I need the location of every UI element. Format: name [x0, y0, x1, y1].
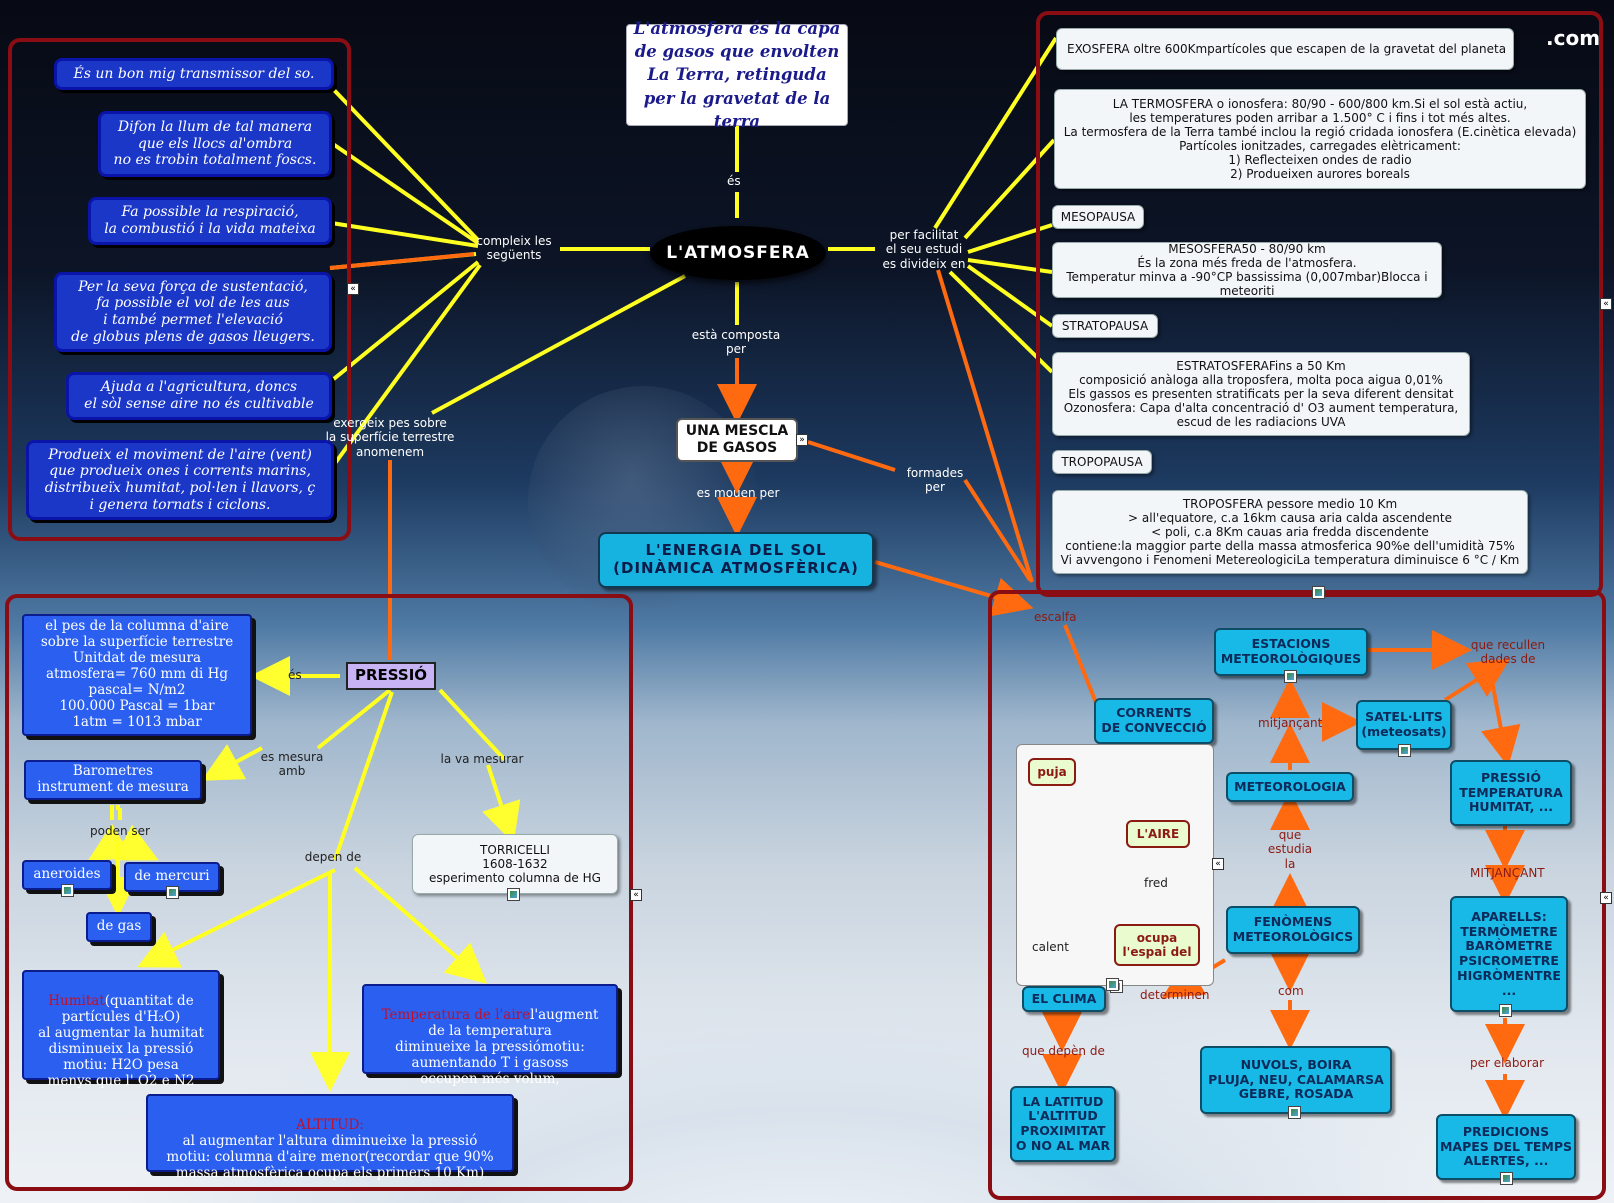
- gas-barometer[interactable]: de gas: [86, 912, 152, 942]
- layer-exosfera[interactable]: EXOSFERA oltre 600Kmpartícoles que escap…: [1056, 28, 1514, 70]
- layer-mesopausa[interactable]: MESOPAUSA: [1052, 205, 1144, 229]
- link-label-mitjancant: mitjançant: [1258, 716, 1323, 730]
- torricelli-image-icon[interactable]: [507, 888, 520, 901]
- layer-mesosfera[interactable]: MESOSFERA50 - 80/90 km És la zona més fr…: [1052, 242, 1442, 298]
- forecasts-node[interactable]: PREDICIONS MAPES DEL TEMPS ALERTES, ...: [1436, 1114, 1576, 1180]
- property-wind[interactable]: Produeix el moviment de l'aire (vent) qu…: [26, 440, 334, 520]
- convection-currents-node[interactable]: CORRENTS DE CONVECCIÓ: [1094, 698, 1214, 744]
- collapse-toggle-meteorology[interactable]: «: [1600, 892, 1612, 904]
- watermark: .com: [1546, 26, 1601, 50]
- property-flight[interactable]: Per la seva força de sustentació, fa pos…: [54, 272, 332, 352]
- pressure-temperature-humidity-node[interactable]: PRESSIÓ TEMPERATURA HUMITAT, ...: [1450, 760, 1572, 826]
- meteorology-node[interactable]: METEOROLOGIA: [1226, 772, 1354, 802]
- humidity-factor[interactable]: Humitat(quantitat de partícules d'H₂O) a…: [22, 970, 220, 1088]
- air-node[interactable]: L'AIRE: [1126, 820, 1190, 848]
- central-node-atmosfera[interactable]: L'ATMOSFERA: [650, 226, 826, 280]
- rises-node[interactable]: puja: [1028, 758, 1076, 786]
- link-label-que-estudia: que estudia la: [1267, 828, 1313, 871]
- occupies-node[interactable]: ocupa l'espai del: [1114, 924, 1200, 966]
- aneroid-image-icon[interactable]: [61, 884, 74, 897]
- layer-image-icon[interactable]: [1312, 586, 1325, 599]
- humidity-heading: Humitat: [48, 992, 105, 1009]
- satellites-node[interactable]: SATEL·LITS (meteosats): [1356, 700, 1452, 750]
- temperature-heading: Temperatura de l'aire: [381, 1006, 531, 1023]
- mercury-image-icon[interactable]: [166, 886, 179, 899]
- layer-tropopausa[interactable]: TROPOPAUSA: [1052, 450, 1152, 474]
- link-label-exerceix: exergeix pes sobre la superfície terrest…: [325, 416, 455, 459]
- collapse-toggle-layers[interactable]: «: [1600, 298, 1612, 310]
- altitude-text: al augmentar l'altura diminueixe la pres…: [166, 1132, 494, 1181]
- link-label-per-elaborar: per elaborar: [1470, 1056, 1544, 1070]
- property-respiration[interactable]: Fa possible la respiració, la combustió …: [88, 197, 332, 245]
- definition-box: L'atmosfera és la capa de gasos que envo…: [626, 19, 848, 131]
- link-label-com: com: [1278, 984, 1304, 998]
- layer-estratosfera[interactable]: ESTRATOSFERAFins a 50 Km composició anàl…: [1052, 352, 1470, 436]
- layer-termosfera[interactable]: LA TERMOSFERA o ionosfera: 80/90 - 600/8…: [1054, 89, 1586, 189]
- link-label-es-pressio: és: [288, 668, 302, 682]
- link-label-determinen: determinen: [1140, 988, 1210, 1002]
- clouds-image-icon[interactable]: [1288, 1106, 1301, 1119]
- clouds-rain-node[interactable]: NUVOLS, BOIRA PLUJA, NEU, CALAMARSA GEBR…: [1200, 1046, 1392, 1114]
- property-agriculture[interactable]: Ajuda a l'agricultura, doncs el sòl sens…: [66, 372, 332, 420]
- torricelli-node[interactable]: TORRICELLI 1608-1632 esperimento columna…: [412, 834, 618, 894]
- instruments-node[interactable]: APARELLS: TERMÒMETRE BARÒMETRE PSICROMET…: [1450, 896, 1568, 1012]
- link-label-es-mouen: es mouen per: [696, 486, 780, 500]
- instruments-image-icon[interactable]: [1499, 1004, 1512, 1017]
- link-label-depen-de: depen de: [304, 850, 362, 864]
- mixture-of-gases-node[interactable]: UNA MESCLA DE GASOS: [676, 418, 798, 462]
- property-light[interactable]: Difon la llum de tal manera que els lloc…: [98, 111, 332, 177]
- link-label-es-mesura: es mesura amb: [260, 750, 324, 779]
- stations-image-icon[interactable]: [1284, 670, 1297, 683]
- layer-stratopausa[interactable]: STRATOPAUSA: [1052, 314, 1158, 338]
- climate-factors-node[interactable]: LA LATITUD L'ALTITUD PROXIMITAT O NO AL …: [1010, 1086, 1116, 1162]
- forecasts-image-icon[interactable]: [1500, 1172, 1513, 1185]
- link-label-escalfa: escalfa: [1034, 610, 1077, 624]
- pressure-definition[interactable]: el pes de la columna d'aire sobre la sup…: [22, 614, 252, 736]
- link-label-per-facilitat: per facilitat el seu estudi es divideix …: [882, 228, 966, 271]
- layer-troposfera[interactable]: TROPOSFERA pessore medio 10 Km > all'equ…: [1052, 490, 1528, 574]
- temperature-text: l'augment de la temperatura diminueixe l…: [395, 1006, 599, 1087]
- humidity-text: (quantitat de partícules d'H₂O) al augme…: [38, 992, 204, 1089]
- weather-stations-node[interactable]: ESTACIONS METEOROLÒGIQUES: [1214, 628, 1368, 676]
- property-sound[interactable]: És un bon mig transmissor del so.: [54, 58, 334, 90]
- link-label-esta-composta: està composta per: [691, 328, 781, 357]
- link-label-formades: formades per: [906, 466, 964, 495]
- link-label-MITJANCANT: MITJANÇANT: [1470, 866, 1545, 880]
- link-label-compleix: compleix les següents: [476, 234, 552, 263]
- link-label-es: és: [727, 174, 741, 188]
- barometers-node[interactable]: Barometres instrument de mesura: [24, 760, 202, 800]
- pressure-node[interactable]: PRESSIÓ: [346, 662, 436, 690]
- collapse-toggle-pressure[interactable]: «: [630, 889, 642, 901]
- satellites-image-icon[interactable]: [1398, 744, 1411, 757]
- link-label-calent: calent: [1032, 940, 1069, 954]
- altitude-factor[interactable]: ALTITUD:al augmentar l'altura diminueixe…: [146, 1094, 514, 1181]
- sun-energy-node[interactable]: L'ENERGIA DEL SOL (DINÀMICA ATMOSFÈRICA): [598, 532, 874, 588]
- link-label-que-depen-de: que depèn de: [1022, 1044, 1105, 1058]
- link-label-fred: fred: [1144, 876, 1168, 890]
- altitude-heading: ALTITUD:: [296, 1116, 364, 1133]
- collapse-toggle-properties[interactable]: «: [347, 283, 359, 295]
- temperature-factor[interactable]: Temperatura de l'airel'augment de la tem…: [362, 984, 618, 1087]
- link-label-que-recullen: que recullen dades de: [1470, 638, 1546, 667]
- link-label-poden-ser: poden ser: [90, 824, 150, 838]
- expand-toggle-mixture[interactable]: »: [796, 434, 808, 446]
- phenomena-node[interactable]: FENÒMENS METEOROLÒGICS: [1226, 906, 1360, 954]
- link-label-la-va-mesurar: la va mesurar: [440, 752, 524, 766]
- collapse-toggle-convection[interactable]: «: [1212, 858, 1224, 870]
- climate-image-icon[interactable]: [1106, 978, 1119, 991]
- climate-node[interactable]: EL CLIMA: [1022, 986, 1106, 1012]
